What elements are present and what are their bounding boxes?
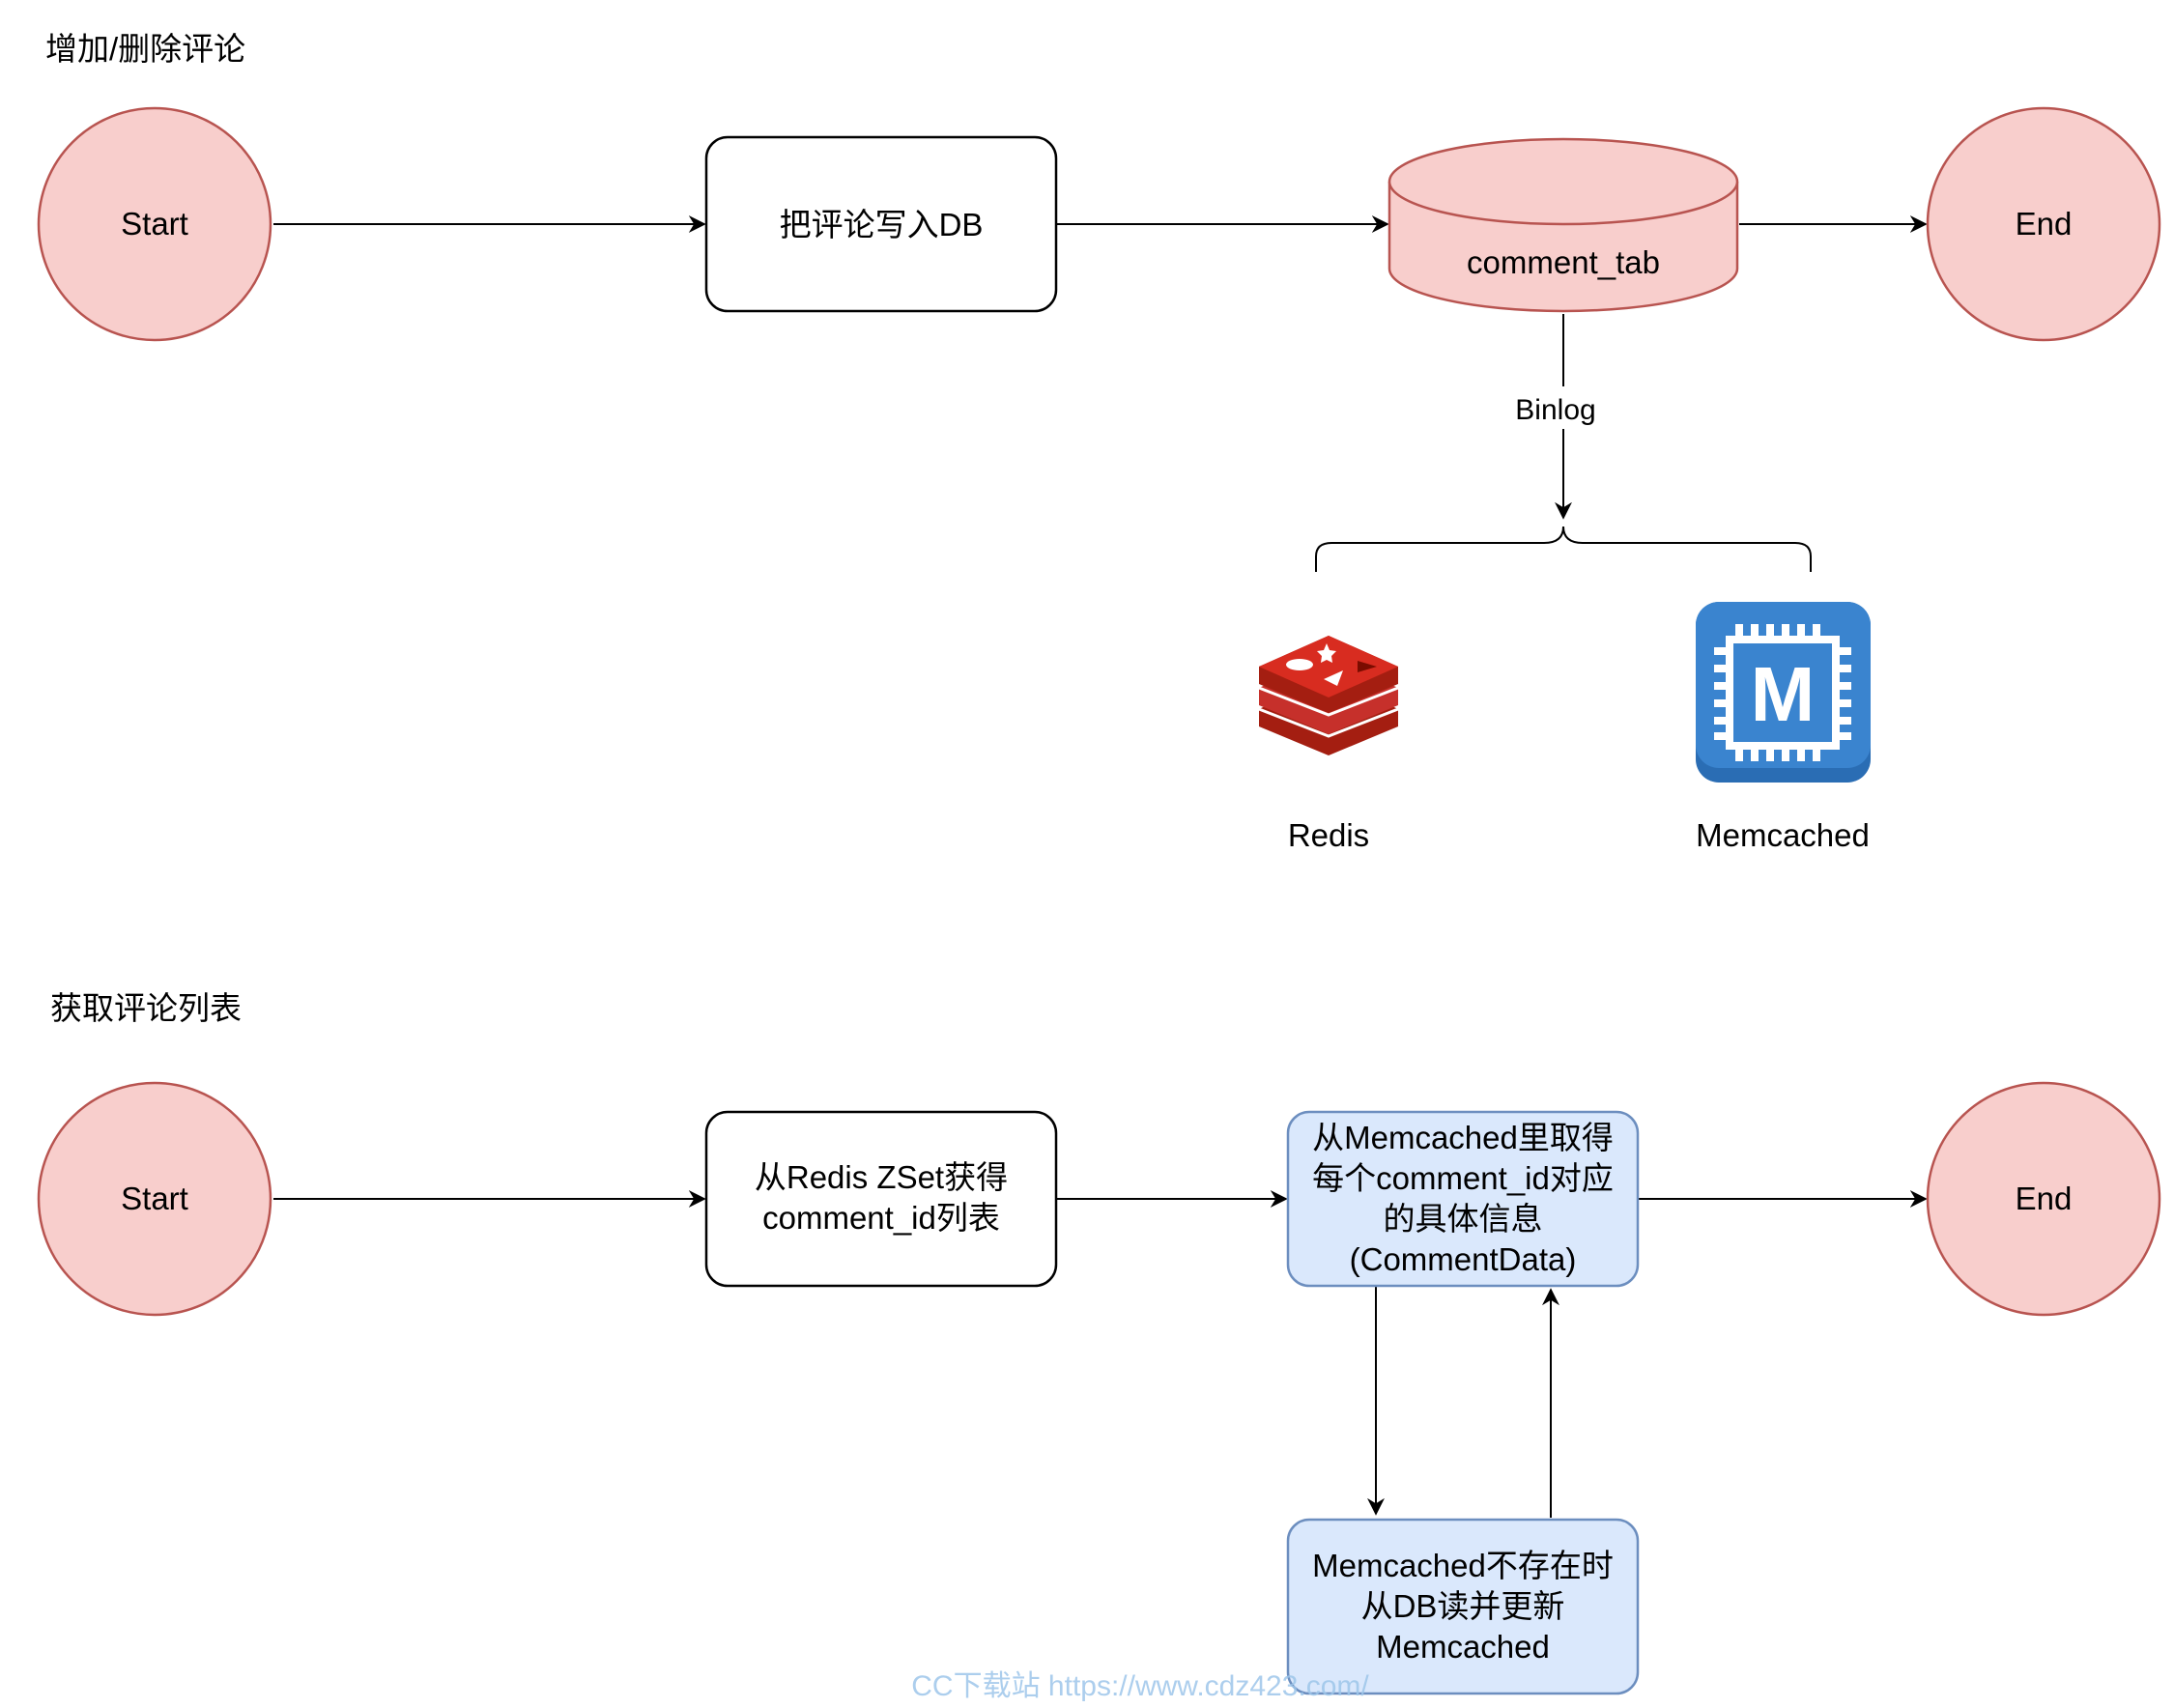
start-node-top-label: Start [121, 206, 188, 242]
end-node-bottom: End [1926, 1081, 2161, 1317]
end-node-top-label: End [2016, 206, 2073, 242]
redis-zset-step-line-2: comment_id列表 [762, 1200, 1000, 1236]
binlog-edge-label: Binlog [1515, 394, 1595, 426]
start-node-bottom: Start [37, 1081, 272, 1317]
connectors-bottom [273, 1190, 1928, 1518]
memcached-logo-letter: M [1751, 651, 1816, 737]
end-node-bottom-label: End [2016, 1181, 2073, 1216]
comment-tab-database: comment_tab [1387, 137, 1739, 313]
comment-tab-label: comment_tab [1467, 244, 1660, 280]
memcached-logo-icon: M [1696, 602, 1871, 783]
redis-label: Redis [1288, 817, 1369, 853]
db-fallback-line-3: Memcached [1376, 1629, 1550, 1665]
memcached-label: Memcached [1696, 817, 1870, 853]
redis-logo-icon [1258, 636, 1399, 755]
db-fallback-line-1: Memcached不存在时 [1312, 1548, 1614, 1583]
section-title-get-list: 获取评论列表 [50, 990, 242, 1026]
start-node-bottom-label: Start [121, 1181, 188, 1216]
write-db-step-label: 把评论写入DB [780, 207, 984, 242]
cache-brace [1315, 526, 1812, 572]
redis-zset-step-line-1: 从Redis ZSet获得 [755, 1159, 1008, 1195]
write-db-step: 把评论写入DB [704, 135, 1058, 313]
end-node-top: End [1926, 106, 2161, 342]
db-fallback-step: Memcached不存在时 从DB读并更新 Memcached [1286, 1518, 1640, 1695]
memcached-fetch-line-3: 的具体信息 [1384, 1201, 1543, 1237]
memcached-fetch-step: 从Memcached里取得 每个comment_id对应 的具体信息 (Comm… [1286, 1110, 1640, 1288]
memcached-fetch-line-1: 从Memcached里取得 [1312, 1120, 1614, 1155]
start-node-top: Start [37, 106, 272, 342]
redis-zset-step: 从Redis ZSet获得 comment_id列表 [704, 1110, 1058, 1288]
watermark: CC下载站 https://www.cdz423.com/ [911, 1670, 1369, 1702]
memcached-fetch-line-2: 每个comment_id对应 [1312, 1160, 1614, 1196]
section-title-add-delete: 增加/删除评论 [45, 31, 245, 67]
db-fallback-line-2: 从DB读并更新 [1361, 1588, 1565, 1624]
memcached-fetch-line-4: (CommentData) [1350, 1241, 1577, 1277]
connectors-top [273, 215, 1928, 572]
